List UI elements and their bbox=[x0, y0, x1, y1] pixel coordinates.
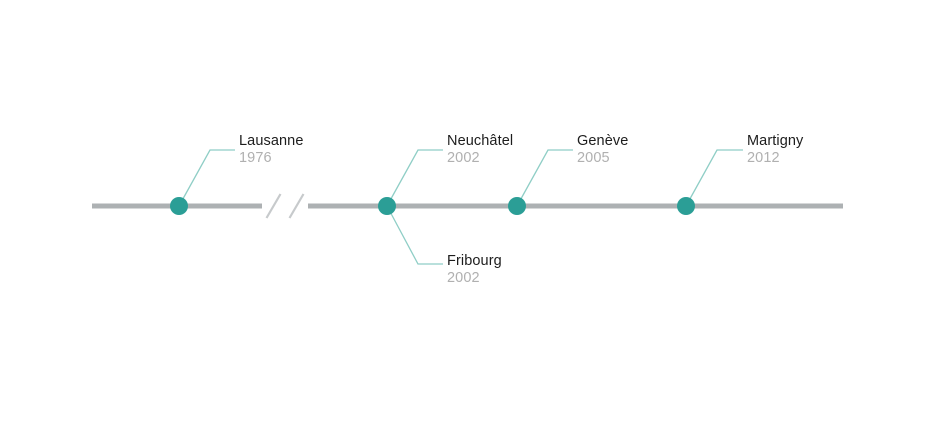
event-name-geneve: Genève bbox=[577, 133, 629, 149]
leader-line-neuchatel bbox=[386, 149, 443, 207]
axis-break-slash bbox=[288, 193, 305, 219]
timeline-axis bbox=[92, 193, 843, 219]
event-name-fribourg: Fribourg bbox=[447, 253, 502, 269]
event-year-fribourg: 2002 bbox=[447, 270, 480, 286]
event-dot-neuchatel[interactable] bbox=[378, 197, 396, 215]
event-dot-martigny[interactable] bbox=[677, 197, 695, 215]
event-dot-geneve[interactable] bbox=[508, 197, 526, 215]
event-year-martigny: 2012 bbox=[747, 150, 780, 166]
event-dot-lausanne[interactable] bbox=[170, 197, 188, 215]
event-name-lausanne: Lausanne bbox=[239, 133, 304, 149]
axis-break-slash bbox=[265, 193, 282, 219]
leader-line-geneve bbox=[516, 149, 573, 207]
leader-line-fribourg bbox=[386, 205, 443, 265]
event-name-neuchatel: Neuchâtel bbox=[447, 133, 514, 149]
event-name-martigny: Martigny bbox=[747, 133, 804, 149]
event-year-neuchatel: 2002 bbox=[447, 150, 480, 166]
event-year-geneve: 2005 bbox=[577, 150, 610, 166]
leader-line-martigny bbox=[685, 149, 743, 207]
leader-line-lausanne bbox=[178, 149, 235, 207]
leader-lines bbox=[178, 149, 743, 265]
event-year-lausanne: 1976 bbox=[239, 150, 272, 166]
event-markers bbox=[170, 197, 695, 215]
